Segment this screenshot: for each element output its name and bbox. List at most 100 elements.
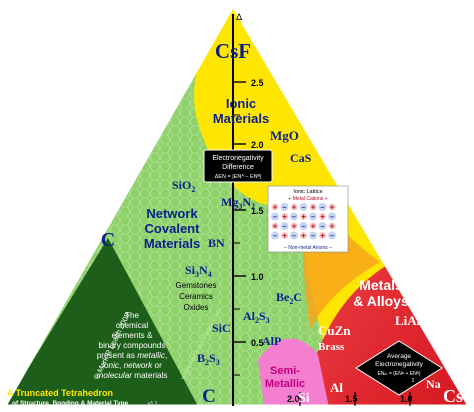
- cation-sign: +: [320, 233, 324, 240]
- axis-tick-label: 2.5: [251, 78, 264, 88]
- avg-en-diamond: [355, 340, 443, 396]
- ionic-label-line2: Materials: [213, 111, 269, 126]
- cation-ion: [319, 232, 326, 239]
- anion-sign: –: [302, 224, 306, 231]
- credit-desc-line: elements &: [112, 331, 153, 340]
- cation-ion: [271, 222, 279, 230]
- cation-ion: [319, 213, 326, 220]
- cation-sign: +: [330, 205, 334, 212]
- covalent-label-line1: Network: [146, 206, 198, 221]
- metals-label-line2: & Alloys: [353, 293, 409, 309]
- anion-sign: –: [273, 233, 277, 240]
- anion-sign: –: [273, 214, 277, 221]
- axis-tick-label: 1.5: [251, 206, 264, 216]
- element-na: Na: [426, 377, 441, 391]
- cation-ion: [281, 213, 288, 220]
- ionic-label-line1: Ionic: [226, 96, 256, 111]
- ionic-lattice-inset: Ionic Lattice + Metal Cations + +–+–+–+–…: [267, 185, 349, 253]
- axis-tick-label: 0.5: [251, 338, 264, 348]
- anion-ion: [318, 222, 327, 230]
- anion-sign: –: [283, 205, 287, 212]
- cation-ion: [309, 203, 317, 211]
- anion-ion: [271, 231, 279, 240]
- anion-ion: [280, 222, 289, 230]
- anion-ion: [318, 203, 327, 211]
- cation-ion: [281, 232, 288, 239]
- anion-ion: [271, 212, 279, 221]
- credit-desc-line: ionic, network or: [102, 361, 162, 370]
- ionic-lattice-cations: + Metal Cations +: [288, 196, 327, 202]
- ionic-lattice-title: Ionic Lattice: [293, 189, 322, 195]
- anion-sign: –: [311, 214, 315, 221]
- anion-sign: –: [321, 205, 325, 212]
- compound-sic: SiC: [212, 321, 231, 335]
- compound-si3n4: Si3N4: [185, 263, 212, 279]
- anion-ion: [299, 203, 308, 211]
- cation-ion: [328, 222, 336, 230]
- covalent-label-line2: Covalent: [145, 221, 201, 236]
- footer-subtitle: of Structure, Bonding & Material Type: [12, 400, 129, 407]
- compound-cuzn: CuZn: [318, 323, 351, 338]
- covalent-label-line3: Materials: [144, 236, 200, 251]
- triangle-outline: [2, 3, 472, 408]
- avg-en-line1: Average: [387, 353, 411, 360]
- anion-ion: [290, 212, 298, 221]
- credit-desc-line: present as metallic,: [97, 351, 168, 360]
- cation-sign: +: [273, 205, 277, 212]
- cation-ion: [300, 213, 307, 220]
- compound-b2s3: B2S3: [197, 351, 220, 367]
- en-difference-box-bg: [203, 149, 273, 183]
- footer-title: A Truncated Tetrahedron: [7, 388, 113, 398]
- compound-bn: BN: [208, 236, 225, 250]
- axis-tick-label: 2.0: [251, 140, 264, 150]
- compound-lial: LiAl: [395, 313, 421, 328]
- compound-al2s3: Al2S3: [243, 309, 270, 325]
- avg-en-divisor: 2: [412, 378, 415, 384]
- compound-sio2: SiO2: [172, 178, 195, 194]
- cation-ion: [309, 222, 317, 230]
- avg-en-line2: Electronegativity: [375, 361, 423, 368]
- ionic-lattice-grid: +–+–+–+–+–+–+–+–+–+–+–+–+–+–: [271, 203, 336, 240]
- cation-ion: [290, 222, 298, 230]
- metal-region-fill: [300, 150, 469, 406]
- credit-description: The chemical elements & binary compounds…: [97, 311, 168, 380]
- compound-mg3n2: Mg3N2: [221, 195, 255, 211]
- cation-sign: +: [330, 224, 334, 231]
- bottom-tick-label: 1.0: [400, 394, 413, 404]
- cation-sign: +: [301, 214, 305, 221]
- compound-brass: Brass: [318, 341, 345, 353]
- anion-sign: –: [330, 233, 334, 240]
- footer-version: v1.1: [148, 401, 158, 407]
- anion-sign: –: [292, 233, 296, 240]
- cation-ion: [290, 203, 298, 211]
- compound-csf: CsF: [215, 39, 251, 63]
- compound-mgo: MgO: [270, 128, 299, 143]
- credit-desc-line: binary compounds: [99, 341, 166, 350]
- credit-desc-line: molecular materials: [97, 371, 168, 380]
- anion-sign: –: [330, 214, 334, 221]
- semimetal-label-line2: Metallic: [265, 378, 305, 390]
- bottom-tick-label: 2.0: [287, 394, 300, 404]
- avg-en-box: Average Electronegativity ENₘ = (ENᴬ + E…: [355, 340, 443, 396]
- ceramics-label: Ceramics: [179, 292, 213, 301]
- credit-triangle-fill: [5, 238, 198, 406]
- cation-sign: +: [301, 233, 305, 240]
- bottom-tick-label: 1.5: [345, 394, 358, 404]
- element-c-left: C: [101, 229, 115, 251]
- en-difference-formula: ΔEN = |ENᴬ – ENᴮ|: [215, 172, 262, 180]
- anion-sign: –: [321, 224, 325, 231]
- compound-alp: AlP: [262, 334, 281, 348]
- element-si: Si: [298, 391, 310, 406]
- cation-sign: +: [292, 205, 296, 212]
- anion-ion: [309, 231, 317, 240]
- compound-be2c: Be2C: [276, 290, 302, 306]
- credit-desc-line: The: [125, 311, 140, 320]
- anion-ion: [290, 231, 298, 240]
- cation-sign: +: [311, 224, 315, 231]
- axis-top-label: Δ: [236, 13, 243, 23]
- anion-ion: [328, 212, 336, 221]
- cation-sign: +: [282, 233, 286, 240]
- compound-cas: CaS: [290, 151, 312, 165]
- metals-label-line1: Metals: [359, 277, 403, 293]
